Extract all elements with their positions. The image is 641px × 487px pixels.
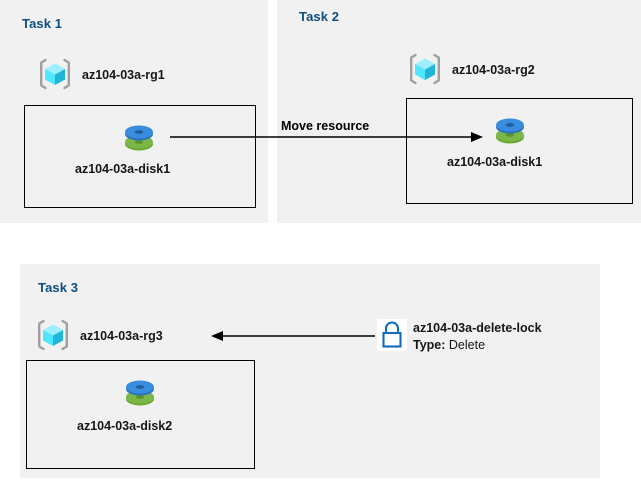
managed-disk-icon <box>119 118 159 158</box>
resource-group-icon <box>408 52 442 86</box>
resource-label: az104-03a-disk1 <box>447 155 543 169</box>
task-2-heading: Task 2 <box>299 9 340 24</box>
managed-disk-icon <box>120 373 160 413</box>
resource-group-icon <box>36 318 70 352</box>
lock-type-prefix: Type: <box>413 338 446 352</box>
lock-applies-to-arrow <box>211 331 375 341</box>
task-1-resource-box: az104-03a-disk1 <box>24 105 256 208</box>
move-resource-arrow <box>170 132 483 142</box>
resource-group-icon <box>38 57 72 91</box>
lock-name-label: az104-03a-delete-lock <box>413 321 542 335</box>
resource-group-label: az104-03a-rg2 <box>452 63 535 77</box>
task-3-panel: Task 3 az104-03a-rg3 <box>20 264 600 478</box>
resource-label: az104-03a-disk2 <box>77 419 173 433</box>
resource-group-label: az104-03a-rg1 <box>82 68 165 82</box>
task-1-panel: Task 1 az104-03a-rg1 <box>0 0 268 223</box>
resource-group-label: az104-03a-rg3 <box>80 329 163 343</box>
task-2-resource-box: az104-03a-disk1 <box>406 98 633 204</box>
move-resource-label: Move resource <box>281 119 370 133</box>
task-2-panel: Task 2 az104-03a-rg2 <box>277 0 641 223</box>
resource-label: az104-03a-disk1 <box>75 162 171 176</box>
lock-type-value: Delete <box>448 338 486 352</box>
lock-type-label: Type: Delete <box>413 338 485 352</box>
task-3-heading: Task 3 <box>38 280 79 295</box>
managed-disk-icon <box>490 111 530 151</box>
task-3-resource-box: az104-03a-disk2 <box>26 360 255 469</box>
task-1-heading: Task 1 <box>22 16 63 31</box>
lock-icon <box>377 319 407 351</box>
